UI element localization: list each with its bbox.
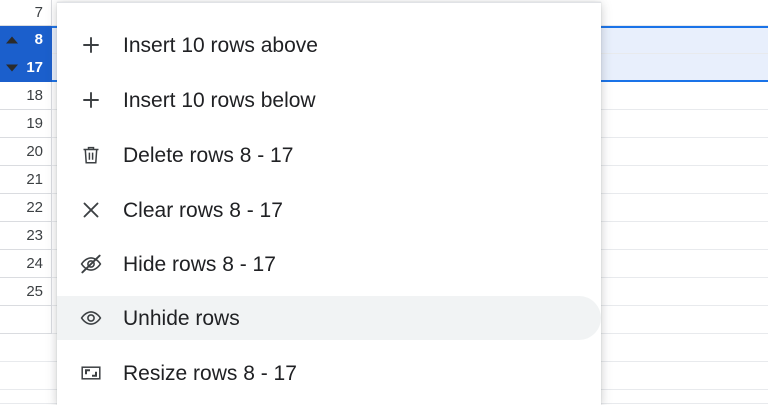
menu-item-label: Insert 10 rows below — [123, 88, 316, 112]
row-header-25[interactable]: 25 — [0, 278, 52, 306]
row-header-20[interactable]: 20 — [0, 138, 52, 166]
menu-item-unhide-rows[interactable]: Unhide rows — [57, 296, 601, 340]
menu-item-clear-rows[interactable]: Clear rows 8 - 17 — [57, 188, 601, 232]
row-number-label: 23 — [26, 227, 43, 244]
row-header-18[interactable]: 18 — [0, 82, 52, 110]
row-number-label: 20 — [26, 143, 43, 160]
menu-item-resize-rows[interactable]: Resize rows 8 - 17 — [57, 351, 601, 395]
menu-item-label: Insert 10 rows above — [123, 33, 318, 57]
menu-item-label: Delete rows 8 - 17 — [123, 143, 294, 167]
resize-corners-icon — [77, 359, 105, 387]
row-number-label: 19 — [26, 115, 43, 132]
row-number-label: 25 — [26, 283, 43, 300]
row-header-17[interactable]: 17 — [0, 54, 52, 82]
menu-item-insert-rows-above[interactable]: Insert 10 rows above — [57, 23, 601, 67]
row-header-23[interactable]: 23 — [0, 222, 52, 250]
menu-item-label: Hide rows 8 - 17 — [123, 252, 276, 276]
eye-icon — [77, 304, 105, 332]
menu-item-label: Clear rows 8 - 17 — [123, 198, 283, 222]
close-x-icon — [77, 196, 105, 224]
row-header-blank[interactable] — [0, 306, 52, 334]
menu-item-label: Unhide rows — [123, 306, 240, 330]
menu-item-hide-rows[interactable]: Hide rows 8 - 17 — [57, 242, 601, 286]
row-header-8[interactable]: 8 — [0, 26, 52, 54]
row-header-22[interactable]: 22 — [0, 194, 52, 222]
eye-slash-icon — [77, 250, 105, 278]
row-number-label: 21 — [26, 171, 43, 188]
row-number-label: 7 — [34, 4, 43, 21]
row-number-gutter[interactable]: 7 8 17 18 19 20 21 22 23 24 25 — [0, 0, 52, 404]
menu-item-delete-rows[interactable]: Delete rows 8 - 17 — [57, 133, 601, 177]
row-number-label: 22 — [26, 199, 43, 216]
row-header-21[interactable]: 21 — [0, 166, 52, 194]
menu-item-insert-rows-below[interactable]: Insert 10 rows below — [57, 78, 601, 122]
row-header-24[interactable]: 24 — [0, 250, 52, 278]
expand-down-triangle-icon[interactable] — [6, 64, 18, 71]
row-header-19[interactable]: 19 — [0, 110, 52, 138]
plus-icon — [77, 31, 105, 59]
row-number-label: 18 — [26, 87, 43, 104]
plus-icon — [77, 86, 105, 114]
menu-item-label: Resize rows 8 - 17 — [123, 361, 297, 385]
row-number-label: 8 — [34, 31, 43, 48]
row-number-label: 17 — [26, 59, 43, 76]
row-header-7[interactable]: 7 — [0, 0, 52, 26]
collapse-up-triangle-icon[interactable] — [6, 36, 18, 43]
row-number-label: 24 — [26, 255, 43, 272]
trash-icon — [77, 141, 105, 169]
